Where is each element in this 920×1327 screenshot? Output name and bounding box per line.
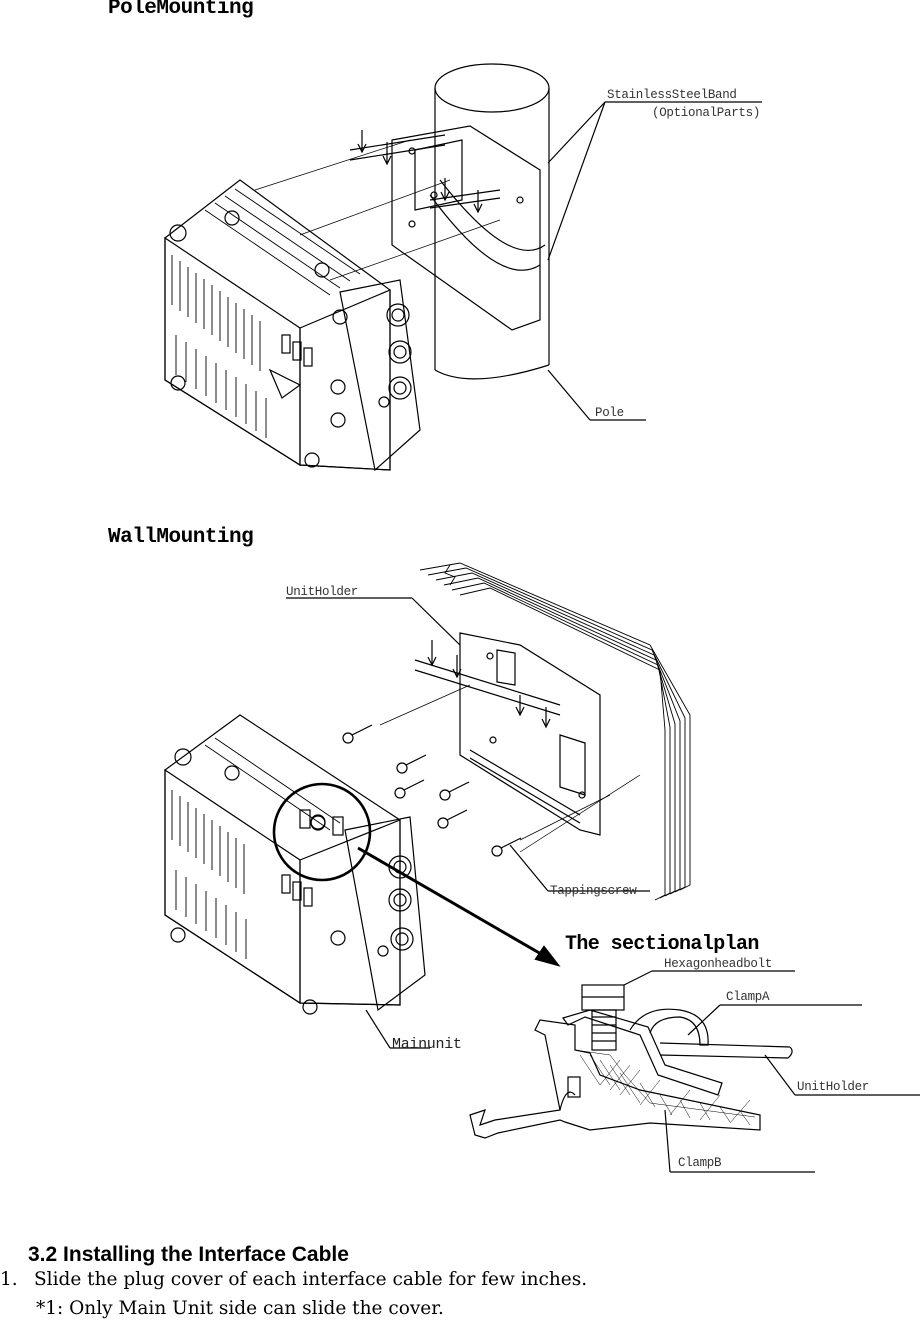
label-unit-holder: UnitHolder: [286, 585, 359, 599]
label-optional-parts: (OptionalParts): [652, 106, 761, 120]
wall-mounting-title: WallMounting: [108, 526, 254, 549]
pole-mounting-title: PoleMounting: [108, 0, 254, 20]
step-1-text: Slide the plug cover of each interface c…: [34, 1269, 588, 1290]
section-heading: 3.2 Installing the Interface Cable: [28, 1243, 349, 1266]
label-clamp-a: ClampA: [726, 990, 770, 1004]
label-clamp-b: ClampB: [678, 1156, 722, 1170]
label-main-unit: Mainunit: [392, 1036, 462, 1053]
label-hexagon-head-bolt: Hexagonheadbolt: [664, 957, 773, 971]
label-stainless-steel-band: StainlessSteelBand: [607, 88, 737, 102]
label-sectional-unit-holder: UnitHolder: [797, 1080, 870, 1094]
wall-mounting-figure: [164, 562, 920, 1173]
pole-mounting-figure: [164, 63, 762, 472]
step-1-number: 1.: [0, 1269, 18, 1290]
sectional-plan-title: The sectionalplan: [565, 933, 759, 956]
label-tapping-screw: Tappingscrew: [550, 884, 637, 898]
step-1-note: *1: Only Main Unit side can slide the co…: [36, 1298, 444, 1319]
label-pole: Pole: [595, 406, 624, 420]
step-1: 1. Slide the plug cover of each interface…: [0, 1269, 587, 1290]
